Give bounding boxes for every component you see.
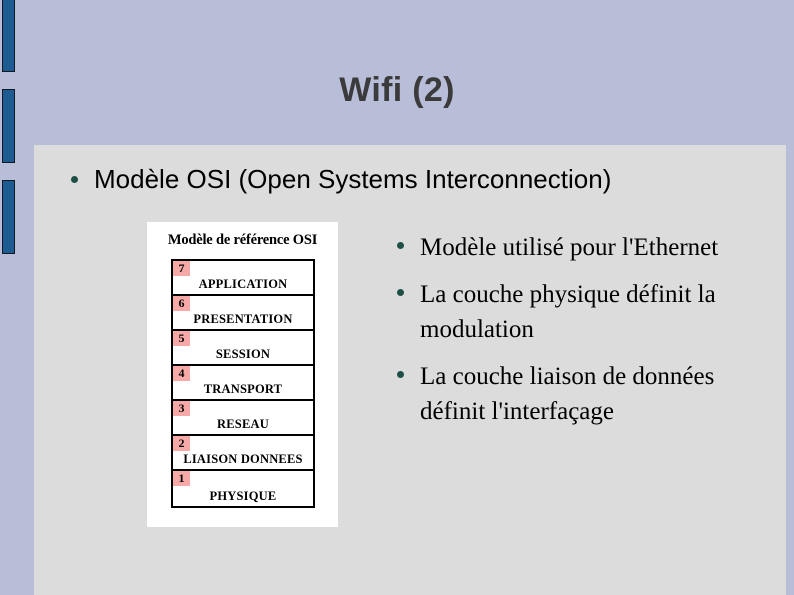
osi-layer-label: TRANSPORT <box>203 382 283 396</box>
list-item: Modèle utilisé pour l'Ethernet <box>397 230 737 265</box>
osi-layer-label: PRESENTATION <box>193 312 293 326</box>
osi-layer-number: 1 <box>173 471 190 486</box>
osi-layer-label: SESSION <box>215 347 271 361</box>
list-item-label: Modèle utilisé pour l'Ethernet <box>420 234 719 261</box>
osi-layer-label: RESEAU <box>217 417 269 431</box>
right-edge-strip <box>786 0 794 595</box>
osi-layer-row: 2 LIAISON DONNEES <box>173 436 313 471</box>
rail-bar-3 <box>2 180 15 254</box>
list-item: La couche liaison de données définit l'i… <box>397 359 737 429</box>
osi-layer-number: 6 <box>173 296 190 311</box>
osi-layer-row: 7 APPLICATION <box>173 261 313 296</box>
osi-layer-row: 3 RESEAU <box>173 401 313 436</box>
osi-layer-number: 7 <box>173 261 190 276</box>
bullet-list: Modèle utilisé pour l'Ethernet La couche… <box>397 230 737 441</box>
osi-layer-number: 4 <box>173 366 190 381</box>
title-band: Wifi (2) <box>0 0 794 145</box>
bullet-dot-icon <box>397 242 404 249</box>
osi-layer-number: 3 <box>173 401 190 416</box>
osi-layer-row: 4 TRANSPORT <box>173 366 313 401</box>
left-decoration-rail <box>0 0 34 595</box>
osi-layer-number: 2 <box>173 436 190 451</box>
list-item-label: La couche physique définit la modulation <box>420 281 716 343</box>
list-item-label: La couche liaison de données définit l'i… <box>420 363 715 425</box>
osi-layer-label: PHYSIQUE <box>209 489 277 503</box>
osi-layer-label: LIAISON DONNEES <box>183 452 303 466</box>
heading-bullet-row: Modèle OSI (Open Systems Interconnection… <box>71 162 771 196</box>
page-title: Wifi (2) <box>339 71 455 109</box>
osi-layer-row: 6 PRESENTATION <box>173 296 313 331</box>
osi-model-figure: Modèle de référence OSI 7 APPLICATION 6 … <box>147 222 338 527</box>
list-item: La couche physique définit la modulation <box>397 277 737 347</box>
slide-heading: Modèle OSI (Open Systems Interconnection… <box>94 164 612 194</box>
rail-bar-2 <box>2 89 15 163</box>
osi-layer-label: APPLICATION <box>198 277 288 291</box>
rail-bar-1 <box>2 0 15 72</box>
osi-layer-row: 1 PHYSIQUE <box>173 471 313 506</box>
bullet-dot-icon <box>397 289 404 296</box>
osi-layer-row: 5 SESSION <box>173 331 313 366</box>
bullet-dot-icon <box>71 176 78 183</box>
bullet-dot-icon <box>397 371 404 378</box>
osi-layer-stack: 7 APPLICATION 6 PRESENTATION 5 SESSION 4… <box>171 259 315 508</box>
osi-layer-number: 5 <box>173 331 190 346</box>
osi-figure-caption: Modèle de référence OSI <box>167 232 318 248</box>
content-panel: Modèle OSI (Open Systems Interconnection… <box>34 145 786 595</box>
